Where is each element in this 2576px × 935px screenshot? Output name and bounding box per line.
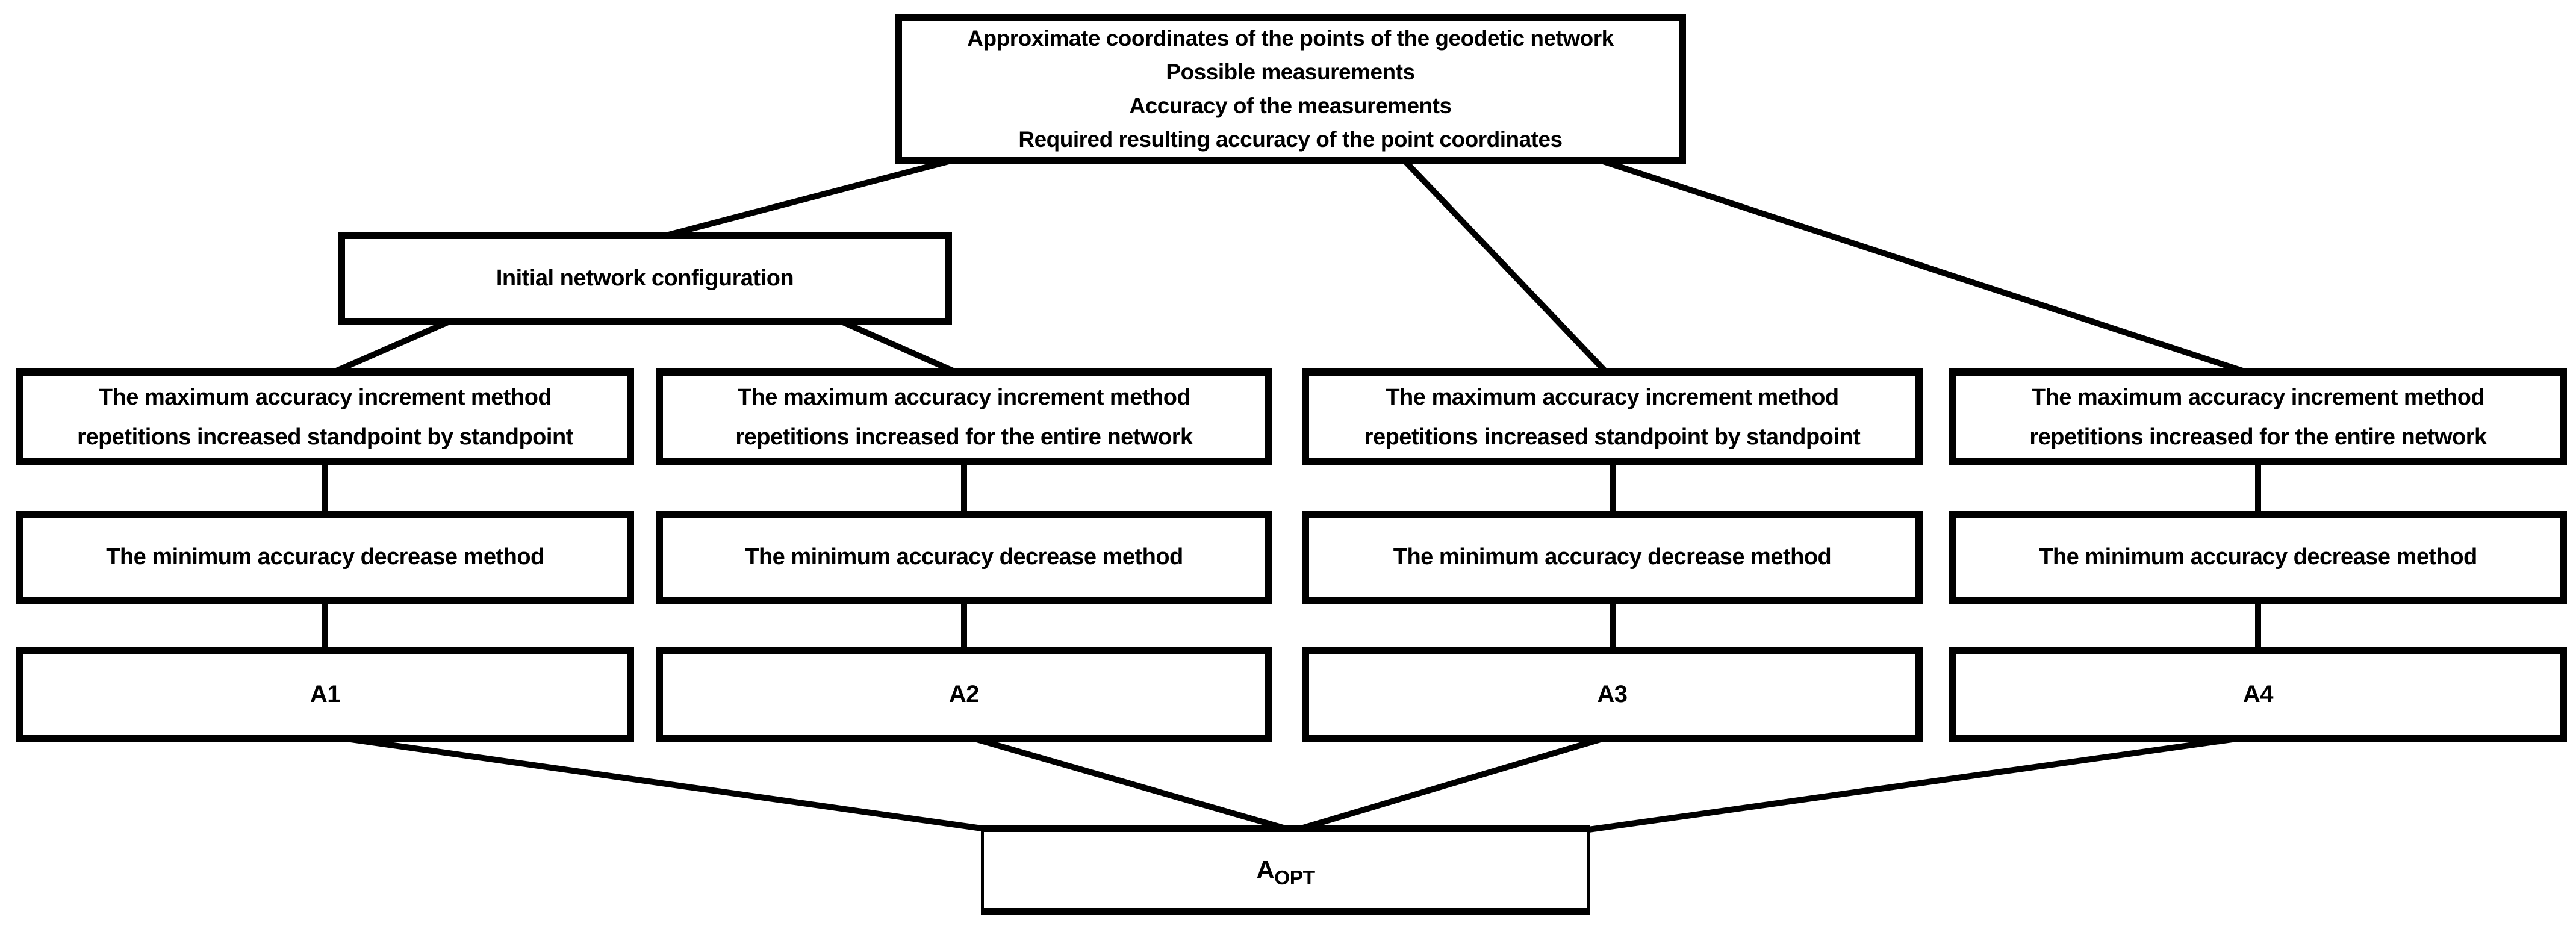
method-2-line-2: repetitions increased for the entire net… — [735, 424, 1193, 450]
flowchart-node-result-a4: A4 — [1949, 647, 2567, 742]
method-4-line-2: repetitions increased for the entire net… — [2029, 424, 2487, 450]
flowchart-node-result-a3: A3 — [1302, 647, 1923, 742]
inputs-line-3: Accuracy of the measurements — [1129, 93, 1452, 118]
flowchart-node-method-4: The maximum accuracy increment method re… — [1949, 368, 2567, 465]
result-a4-label: A4 — [2242, 681, 2274, 707]
connector-result3-optimal — [1296, 733, 1614, 833]
connector-initial-method1 — [322, 315, 459, 379]
optimal-label: AOPT — [1256, 856, 1315, 888]
refine-1-label: The minimum accuracy decrease method — [106, 544, 544, 570]
refine-3-label: The minimum accuracy decrease method — [1393, 544, 1832, 570]
connector-initial-method2 — [832, 315, 967, 379]
flowchart-node-optimal: AOPT — [981, 825, 1590, 915]
result-a1-label: A1 — [310, 681, 341, 707]
flowchart-node-initial-configuration: Initial network configuration — [338, 232, 952, 325]
result-a2-label: A2 — [948, 681, 980, 707]
flowchart-node-method-1: The maximum accuracy increment method re… — [16, 368, 634, 465]
method-4-line-1: The maximum accuracy increment method — [2031, 384, 2485, 410]
refine-4-label: The minimum accuracy decrease method — [2039, 544, 2477, 570]
optimal-subscript: OPT — [1274, 867, 1315, 890]
inputs-line-2: Possible measurements — [1166, 59, 1415, 84]
flowchart-node-method-3: The maximum accuracy increment method re… — [1302, 368, 1923, 465]
flowchart-node-refine-4: The minimum accuracy decrease method — [1949, 511, 2567, 604]
inputs-line-1: Approximate coordinates of the points of… — [967, 25, 1614, 51]
flowchart-node-refine-2: The minimum accuracy decrease method — [656, 511, 1272, 604]
flowchart-node-result-a2: A2 — [656, 647, 1272, 742]
connector-inputs-method3 — [1398, 154, 1613, 379]
method-1-line-1: The maximum accuracy increment method — [98, 384, 552, 410]
initial-configuration-label: Initial network configuration — [496, 266, 794, 291]
flowchart-node-refine-1: The minimum accuracy decrease method — [16, 511, 634, 604]
connector-result2-optimal — [963, 733, 1291, 833]
refine-2-label: The minimum accuracy decrease method — [745, 544, 1183, 570]
flowchart-node-method-2: The maximum accuracy increment method re… — [656, 368, 1272, 465]
flowchart-node-result-a1: A1 — [16, 647, 634, 742]
method-3-line-1: The maximum accuracy increment method — [1386, 384, 1839, 410]
flowchart-node-refine-3: The minimum accuracy decrease method — [1302, 511, 1923, 604]
method-1-line-2: repetitions increased standpoint by stan… — [77, 424, 573, 450]
connector-inputs-initial — [644, 154, 968, 244]
connector-inputs-method4 — [1587, 154, 2260, 379]
flowchart-node-inputs: Approximate coordinates of the points of… — [895, 14, 1686, 164]
connector-result1-optimal — [325, 733, 991, 833]
optimal-base: A — [1256, 856, 1275, 884]
method-2-line-1: The maximum accuracy increment method — [737, 384, 1191, 410]
method-3-line-2: repetitions increased standpoint by stan… — [1364, 424, 1861, 450]
inputs-line-4: Required resulting accuracy of the point… — [1018, 126, 1563, 152]
connector-result4-optimal — [1588, 733, 2259, 833]
result-a3-label: A3 — [1597, 681, 1628, 707]
